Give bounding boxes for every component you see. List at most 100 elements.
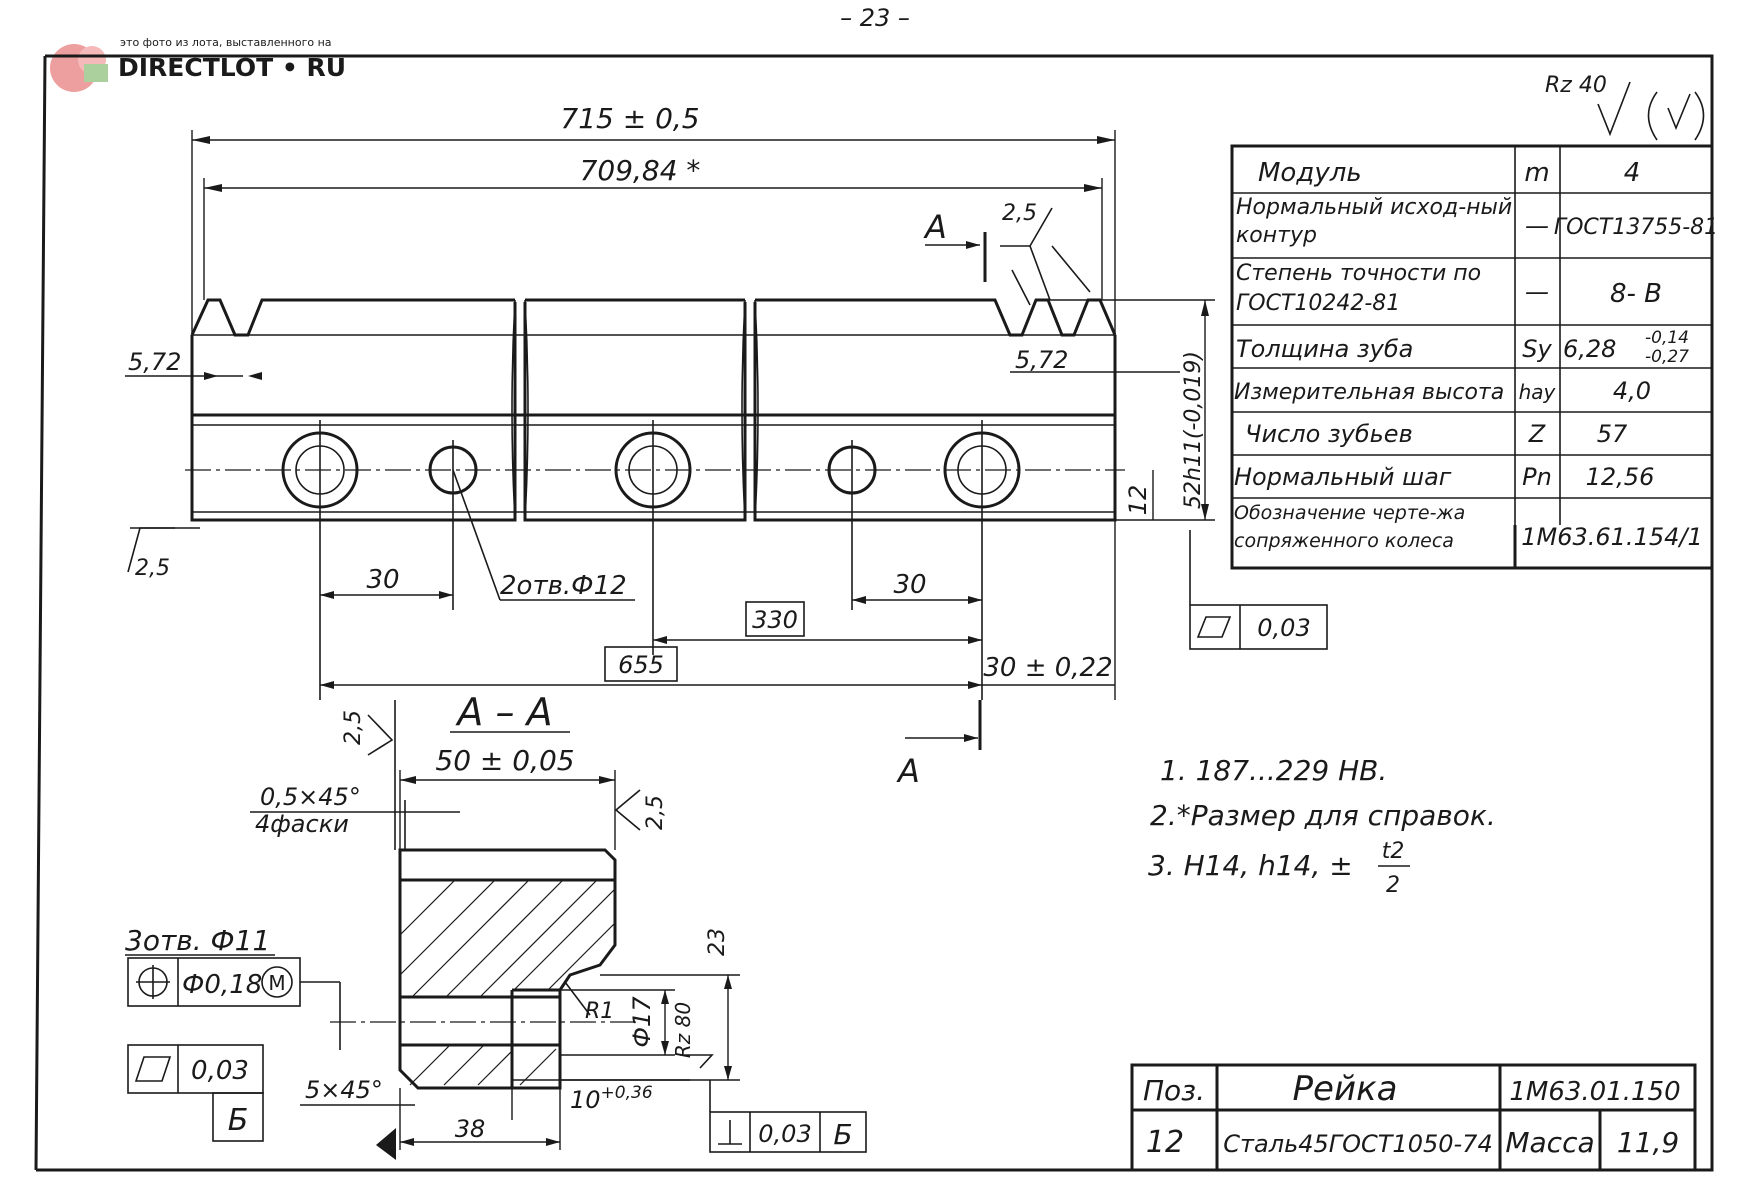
svg-text:30: 30	[366, 565, 399, 595]
svg-text:6,28: 6,28	[1563, 335, 1616, 363]
svg-text:2,5: 2,5	[643, 795, 668, 830]
svg-text:2,5: 2,5	[341, 710, 366, 745]
roughness-general-symbol: Rz 40	[1545, 73, 1705, 141]
params-row-tooth-thickness: Толщина зуба Sy 6,28 -0,14 -0,27	[1236, 328, 1689, 367]
dim-basic-655: 655	[320, 646, 982, 689]
dim-edge-offset-left: 5,72	[125, 348, 262, 380]
position-tolerance-frame: Ф0,18 M	[127, 957, 341, 1050]
params-row-measure-height: Измерительная высота hay 4,0	[1234, 377, 1651, 405]
svg-text:0,5×45°: 0,5×45°	[260, 783, 361, 811]
svg-text:Ф17: Ф17	[628, 996, 656, 1048]
svg-text:А: А	[896, 752, 920, 790]
note-2: 2.*Размер для справок.	[1150, 799, 1496, 832]
holes-label-section: 3отв. Ф11	[125, 924, 275, 957]
svg-text:2,5: 2,5	[135, 556, 170, 581]
page-number: – 23 –	[840, 4, 910, 32]
roughness-section-side: 2,5	[614, 789, 668, 831]
svg-text:А: А	[923, 208, 947, 246]
dim-38: 38	[376, 1088, 561, 1160]
title-mass-value: 11,9	[1617, 1126, 1679, 1159]
title-pos-label: Поз.	[1143, 1074, 1205, 1107]
params-row-module: Модуль m 4	[1258, 158, 1640, 188]
frame-border	[36, 54, 1714, 1172]
svg-text:5×45°: 5×45°	[305, 1076, 383, 1104]
svg-text:715 ± 0,5: 715 ± 0,5	[560, 102, 699, 135]
watermark-logo-icon	[50, 44, 108, 92]
flatness-tolerance-front: 0,03	[1189, 530, 1328, 650]
dim-basic-330: 330	[653, 601, 982, 644]
svg-text:12,56: 12,56	[1586, 463, 1655, 491]
dim-end-offset: 30 ± 0,22	[982, 520, 1116, 700]
section-mark-top: А	[923, 208, 987, 282]
svg-text:52h11(-0,019): 52h11(-0,019)	[1181, 351, 1206, 509]
svg-text:Pn: Pn	[1522, 463, 1552, 491]
svg-text:ГОСТ13755-81: ГОСТ13755-81	[1554, 215, 1718, 240]
svg-text:Измерительная высота: Измерительная высота	[1234, 380, 1504, 405]
perpendicularity-tolerance: 0,03 Б	[709, 1080, 867, 1153]
flatness-tolerance-section: 0,03 Б	[127, 1044, 264, 1142]
svg-text:4,0: 4,0	[1613, 377, 1651, 405]
params-row-profile: Нормальный исход-ный контур — ГОСТ13755-…	[1236, 195, 1718, 248]
svg-text:0,03: 0,03	[1257, 614, 1310, 642]
svg-text:-0,27: -0,27	[1645, 347, 1689, 367]
svg-text:655: 655	[618, 651, 664, 679]
svg-text:709,84 *: 709,84 *	[580, 154, 701, 187]
title-designation: 1М63.01.150	[1509, 1077, 1680, 1107]
svg-text:hay: hay	[1519, 380, 1557, 404]
title-block: Поз. 12 Рейка Сталь45ГОСТ1050-74 1М63.01…	[1130, 1063, 1697, 1172]
title-mass-label: Масса	[1505, 1126, 1594, 1159]
svg-text:R1: R1	[585, 999, 614, 1024]
dim-ref-length: 709,84 *	[203, 154, 1103, 300]
chamfer-4-callout: 0,5×45° 4фаски	[250, 783, 460, 850]
holes-callout: 2отв.Ф12	[452, 469, 635, 601]
svg-text:4: 4	[1624, 158, 1641, 188]
svg-text:M: M	[268, 971, 285, 995]
svg-text:Rz 80: Rz 80	[671, 1002, 695, 1058]
dim-bottom-height: 12	[1124, 470, 1154, 520]
section-mark-bottom: А	[896, 700, 982, 790]
params-table: Модуль m 4 Нормальный исход-ный контур —…	[1230, 144, 1718, 570]
svg-text:5,72: 5,72	[128, 348, 181, 376]
svg-text:m: m	[1524, 158, 1549, 188]
svg-text:0,03: 0,03	[191, 1056, 249, 1086]
note-3-denominator: 2	[1386, 873, 1400, 898]
svg-text:Нормальный шаг: Нормальный шаг	[1234, 463, 1452, 491]
svg-text:Б: Б	[833, 1118, 852, 1151]
svg-text:2,5: 2,5	[1002, 201, 1037, 226]
svg-text:Z: Z	[1528, 420, 1546, 448]
svg-text:330: 330	[752, 606, 798, 634]
note-3-numerator: t2	[1382, 839, 1405, 864]
svg-text:1М63.61.154/1: 1М63.61.154/1	[1521, 523, 1702, 551]
dim-section-width: 50 ± 0,05	[399, 744, 616, 850]
watermark-brand: DIRECTLOT • RU	[118, 53, 346, 82]
dim-10: 10+0,36	[511, 1079, 690, 1120]
svg-text:Sy: Sy	[1522, 335, 1552, 363]
svg-text:2отв.Ф12: 2отв.Ф12	[500, 571, 627, 601]
chamfer-bottom-callout: 5×45°	[300, 1076, 415, 1106]
dim-hole-spacing-left: 30	[320, 565, 453, 599]
frame-border-left	[34, 55, 47, 1171]
svg-text:—: —	[1525, 212, 1549, 240]
front-view	[185, 298, 1125, 700]
svg-text:23: 23	[705, 928, 730, 956]
notes: 1. 187...229 НВ. 2.*Размер для справок. …	[1148, 754, 1496, 898]
params-row-normal-pitch: Нормальный шаг Pn 12,56	[1234, 463, 1654, 491]
dim-dia-17: Ф17	[560, 989, 675, 1056]
svg-text:0,03: 0,03	[758, 1120, 811, 1148]
svg-text:10+0,36: 10+0,36	[570, 1083, 653, 1114]
svg-text:30 ± 0,22: 30 ± 0,22	[983, 653, 1112, 683]
dim-overall-length: 715 ± 0,5	[191, 102, 1116, 340]
svg-text:-0,14: -0,14	[1645, 328, 1689, 348]
svg-text:3отв. Ф11: 3отв. Ф11	[125, 924, 270, 957]
roughness-section-top: 2,5	[341, 700, 396, 850]
svg-text:30: 30	[893, 570, 926, 600]
svg-text:Б: Б	[228, 1103, 249, 1138]
title-material: Сталь45ГОСТ1050-74	[1223, 1130, 1492, 1158]
svg-text:50 ± 0,05: 50 ± 0,05	[435, 744, 574, 777]
roughness-teeth-symbol: 2,5	[1000, 201, 1091, 306]
svg-text:38: 38	[455, 1115, 486, 1143]
dim-hole-spacing-right: 30	[852, 570, 982, 604]
section-hatching	[399, 879, 616, 1086]
svg-text:Ф0,18: Ф0,18	[182, 970, 262, 1000]
